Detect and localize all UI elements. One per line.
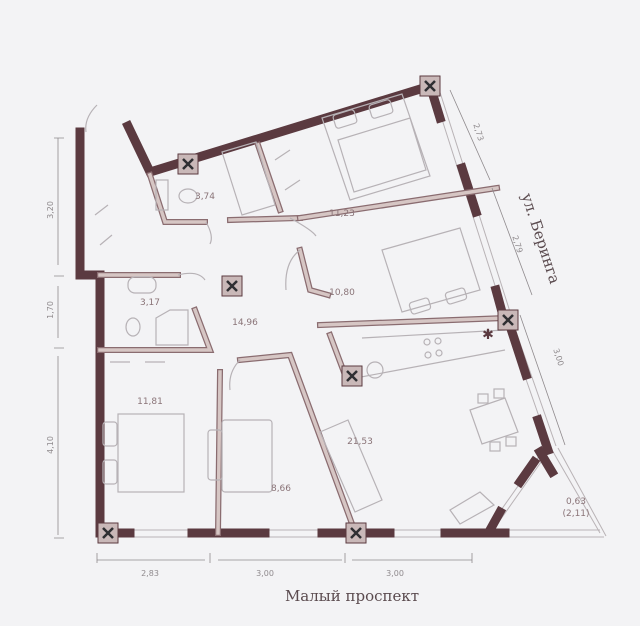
room-area-bathroom-1: 3,74 [195,192,215,202]
ventilation-shaft-icon [419,75,441,97]
ventilation-shaft-icon [341,365,363,387]
snowflake-icon: ✱ [482,327,494,343]
dim-left-3: 4,10 [46,436,55,454]
ventilation-shaft-icon [177,153,199,175]
bed-icon [381,227,481,315]
street-bottom: Малый проспект [285,587,419,605]
dim-right-2: 2,79 [510,234,524,254]
dim-left-1: 3,20 [46,201,55,219]
dim-left-2: 1,70 [46,301,55,319]
ventilation-shaft-icon [221,275,243,297]
room-area-study: 8,66 [271,484,291,494]
dim-bottom-1: 2,83 [141,569,159,578]
washing-machine-icon [366,361,384,379]
room-area-hall: 14,96 [232,318,258,328]
chair-icon [449,491,496,525]
room-area-bathroom-2: 3,17 [140,298,160,308]
sink-icon [127,179,169,294]
dining-table-icon [469,388,519,452]
sofa-icon [319,419,383,513]
bed-icon [321,93,431,201]
room-area-bedroom-left: 11,81 [137,397,163,407]
dimension-lines: 3,20 1,70 4,10 2,83 3,00 3,00 2,73 2,79 … [46,89,565,578]
ventilation-shaft-icon [97,522,119,544]
stove-icon [344,329,506,381]
doors [85,104,317,391]
room-area-living-kitchen: 21,53 [347,437,373,447]
dim-right-1: 2,73 [471,122,485,142]
furniture: ✱ [94,93,519,525]
bathtub-icon [221,141,276,216]
hanger-icon [94,149,301,363]
room-labels: 3,74 11,23 3,17 14,96 10,80 11,81 8,66 2… [137,192,589,519]
dim-bottom-3: 3,00 [386,569,404,578]
ventilation-shaft-icon [497,309,519,331]
shower-icon [155,309,189,346]
street-right: ул. Беринга [518,191,564,286]
inner-walls [97,141,509,537]
room-area-balcony-alt: (2,11) [562,509,589,519]
room-area-balcony: 0,63 [566,497,586,507]
outer-walls [75,80,559,538]
room-area-bedroom-middle: 10,80 [329,288,355,298]
toilet-icon [125,188,198,337]
sofa-icon [207,419,273,493]
dim-bottom-2: 3,00 [256,569,274,578]
bed-icon [102,413,185,493]
room-area-bedroom-top: 11,23 [329,209,355,219]
ventilation-shaft-icon [345,522,367,544]
dim-right-3: 3,00 [551,347,565,367]
ventilation-shafts [97,75,519,544]
